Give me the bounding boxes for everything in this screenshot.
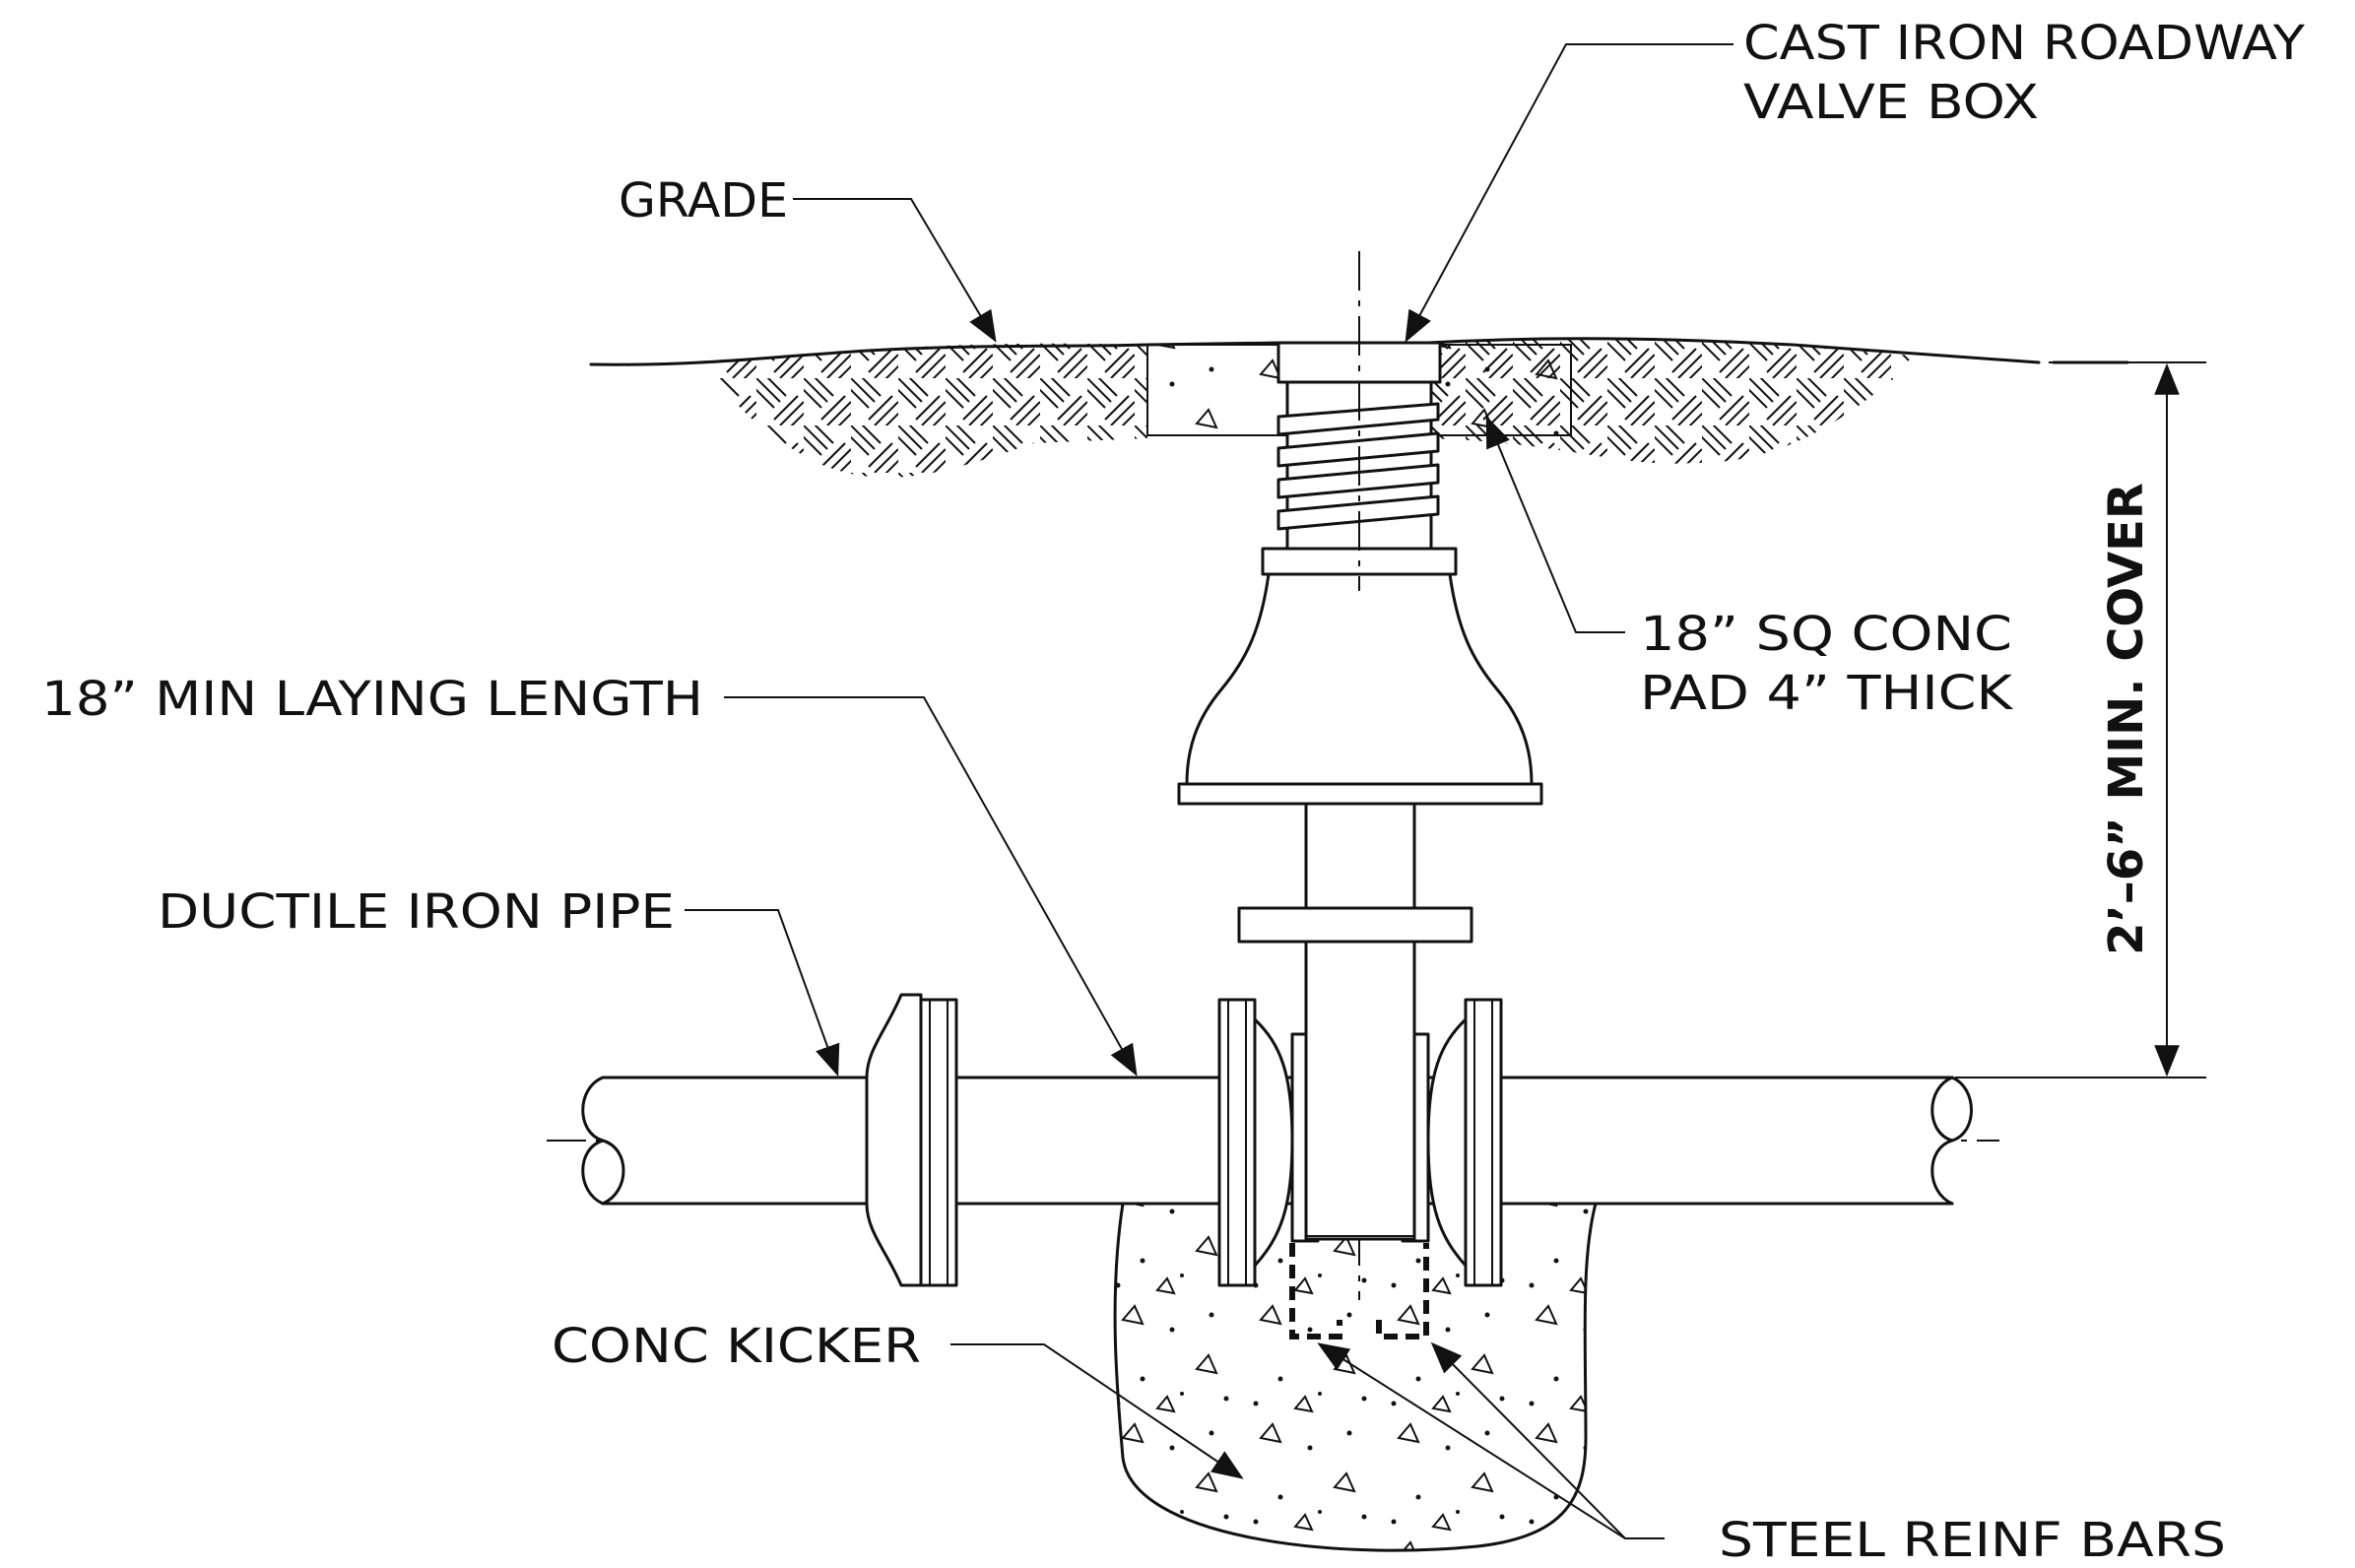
grade-label: GRADE: [619, 173, 788, 229]
laying-length-leader: [724, 696, 1138, 1077]
steel-bars-label: STEEL REINF BARS: [1719, 1513, 2226, 1568]
conc-kicker-leader: [950, 1343, 1244, 1479]
steel-bars-leader-2: [1430, 1341, 1626, 1539]
valve-box-label-line1: CAST IRON ROADWAY: [1743, 16, 2306, 71]
pad-leader: [1485, 416, 1625, 633]
pad-label-line1: 18” SQ CONC: [1640, 607, 2012, 662]
ductile-pipe-label: DUCTILE IRON PIPE: [158, 884, 675, 940]
valve-right-flange: [1426, 998, 1503, 1287]
steel-reinf-bars: [1289, 1243, 1429, 1339]
ductile-pipe-leader: [685, 909, 840, 1078]
min-cover-label: 2’–6” MIN. COVER: [2099, 483, 2154, 955]
valve-box-label-line2: VALVE BOX: [1743, 75, 2039, 130]
gate-valve-body: [1237, 800, 1473, 1243]
pad-label-line2: PAD 4” THICK: [1640, 666, 2014, 721]
valve-box-leader: [1405, 43, 1734, 343]
min-cover-dimension: [1955, 361, 2206, 1078]
pipe-bell-joint: [865, 993, 958, 1287]
conc-kicker-label: CONC KICKER: [552, 1319, 921, 1374]
laying-length-label: 18” MIN LAYING LENGTH: [41, 672, 703, 727]
valve-box: [1177, 251, 1543, 806]
concrete-kicker: [1113, 1202, 1598, 1552]
valve-left-flange: [1217, 998, 1294, 1287]
grade-leader: [793, 198, 997, 343]
